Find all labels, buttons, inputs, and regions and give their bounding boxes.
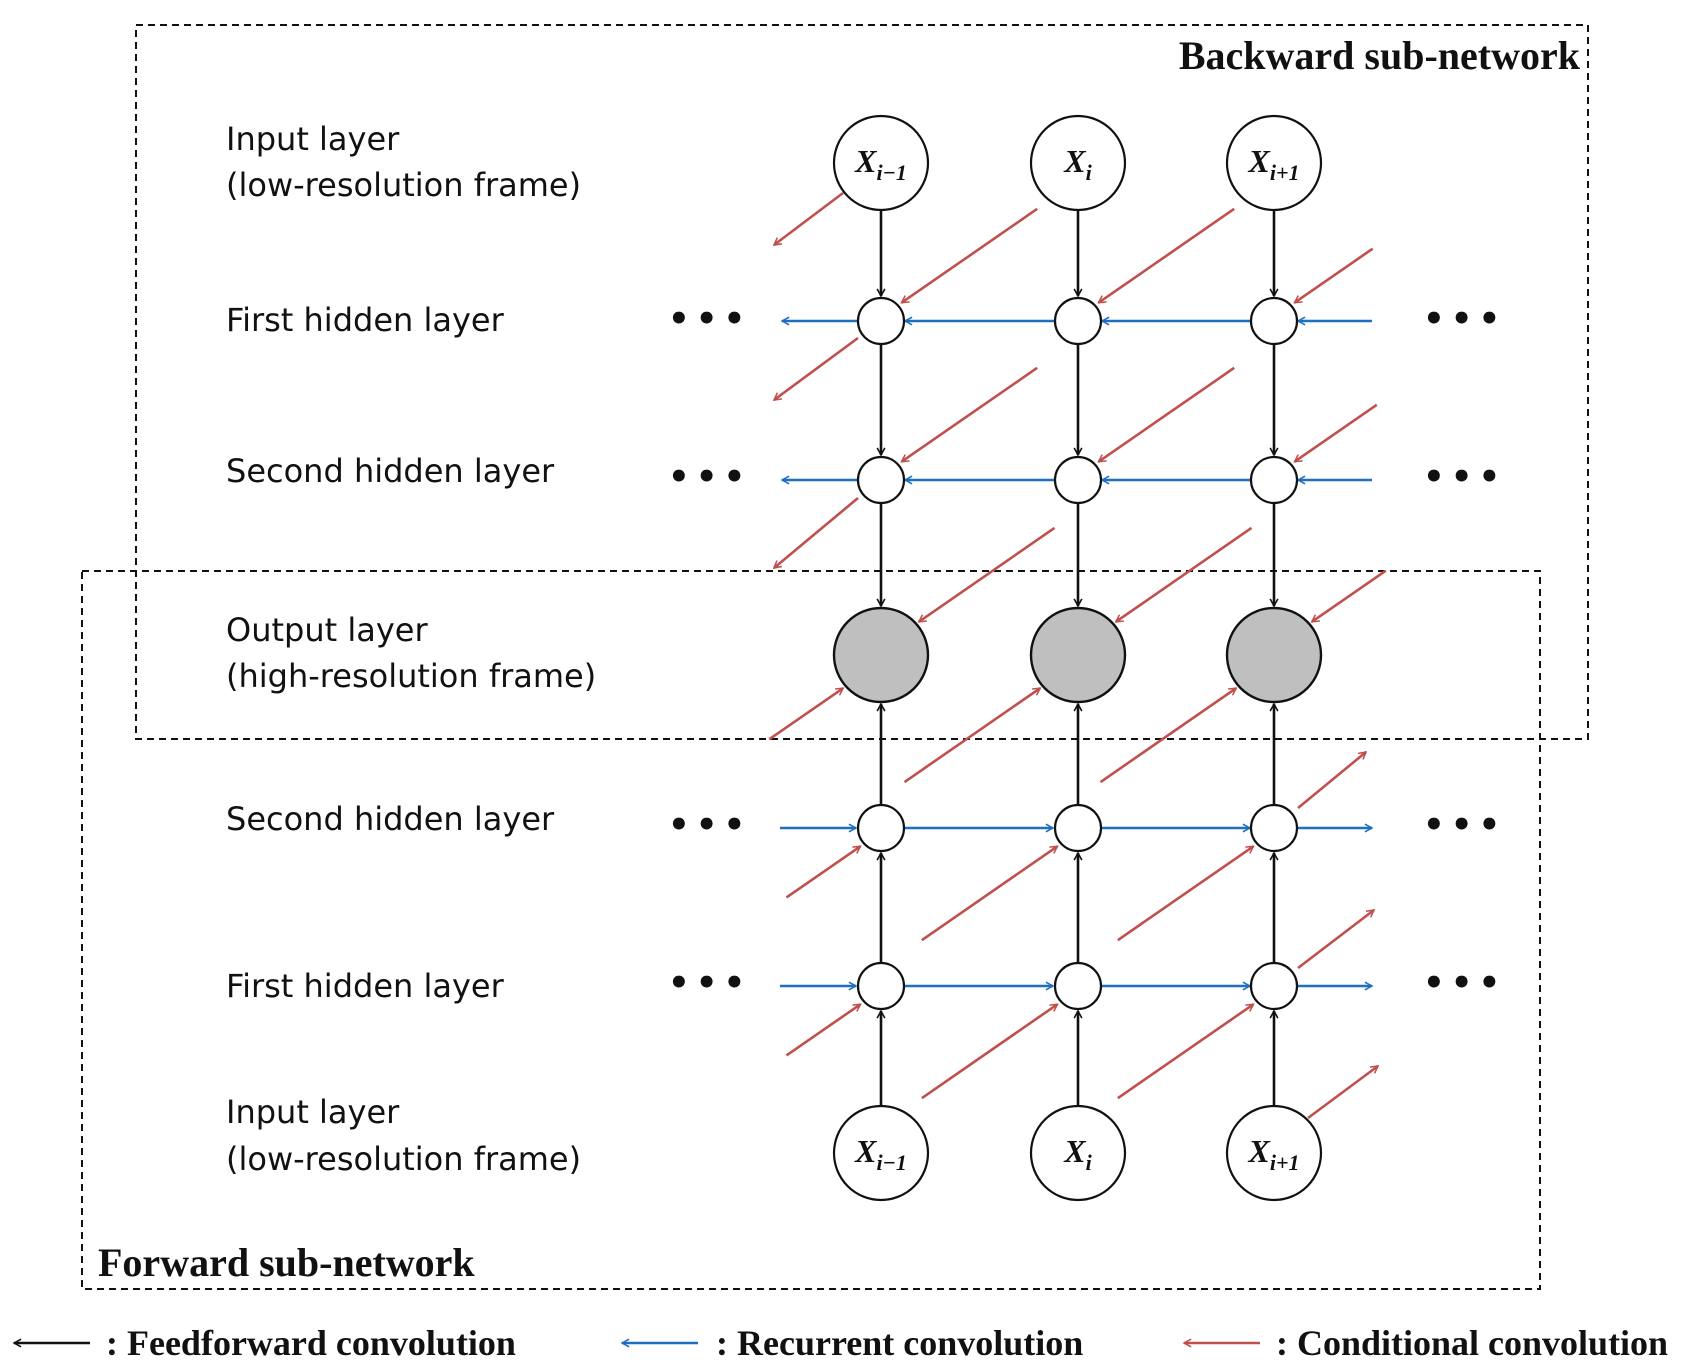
- conditional-arrow-44: [774, 336, 859, 402]
- node-layer: Xi−1 Xi Xi+1 Xi−1: [832, 114, 1323, 1202]
- node-base: X: [854, 143, 877, 179]
- forward-title: Forward sub-network: [98, 1240, 475, 1285]
- fw-hidden2-node-cur: [1053, 803, 1103, 853]
- fw-hidden2-node-next: [1249, 803, 1299, 853]
- conditional-arrow-51: [1117, 845, 1254, 942]
- output-layer-sublabel: (high-resolution frame): [226, 657, 596, 695]
- backward-input-node-prev: Xi−1: [832, 114, 930, 212]
- conditional-arrow-42: [1312, 569, 1387, 623]
- svg-text:Xi: Xi: [1063, 1133, 1092, 1175]
- ellipsis-right-fw-hidden2: •••: [1423, 805, 1506, 845]
- svg-text:Xi−1: Xi−1: [854, 1133, 907, 1175]
- forward-input-node-prev: Xi−1: [832, 1104, 930, 1202]
- output-node-next: [1225, 606, 1323, 704]
- backward-first-hidden-label: First hidden layer: [226, 301, 505, 339]
- bw-hidden2-node-prev: [856, 455, 906, 505]
- node-subscript: i+1: [1270, 160, 1300, 185]
- conditional-arrow-39: [1295, 403, 1378, 463]
- conditional-arrow-48: [1117, 1003, 1254, 1100]
- node-subscript: i+1: [1270, 1150, 1300, 1175]
- backward-subnetwork-box: [135, 24, 1589, 740]
- node-base: X: [854, 1133, 877, 1169]
- forward-subnetwork-box: [81, 570, 1541, 1290]
- forward-second-hidden-label: Second hidden layer: [226, 800, 555, 838]
- legend-conditional-label: : Conditional convolution: [1276, 1323, 1668, 1363]
- node-base: X: [1248, 1133, 1271, 1169]
- legend-feedforward-label: : Feedforward convolution: [106, 1323, 516, 1363]
- bw-hidden2-node-cur: [1053, 455, 1103, 505]
- ellipsis-left-bw-hidden2: •••: [668, 457, 751, 497]
- ellipsis-right-bw-hidden2: •••: [1423, 457, 1506, 497]
- fw-hidden1-node-cur: [1053, 961, 1103, 1011]
- svg-text:Xi−1: Xi−1: [854, 143, 907, 185]
- conditional-arrow-40: [919, 526, 1056, 623]
- ellipsis-left-fw-hidden1: •••: [668, 963, 751, 1003]
- conditional-arrow-54: [1099, 687, 1237, 784]
- forward-input-node-next: Xi+1: [1225, 1104, 1323, 1202]
- ellipsis-right-bw-hidden1: •••: [1423, 299, 1506, 339]
- backward-input-node-cur: Xi: [1029, 114, 1127, 212]
- conditional-arrow-36: [1295, 247, 1374, 304]
- ellipsis-right-fw-hidden1: •••: [1423, 963, 1506, 1003]
- conditional-arrow-53: [903, 687, 1041, 784]
- legend-recurrent-label: : Recurrent convolution: [716, 1323, 1083, 1363]
- node-subscript: i: [1086, 1150, 1093, 1175]
- conditional-arrow-34: [902, 207, 1038, 304]
- conditional-arrow-46: [785, 1003, 860, 1057]
- conditional-arrow-50: [921, 845, 1058, 942]
- bw-hidden1-node-cur: [1053, 296, 1103, 346]
- output-node-prev: [832, 606, 930, 704]
- svg-text:Xi+1: Xi+1: [1248, 1133, 1300, 1175]
- conditional-arrow-47: [921, 1003, 1058, 1100]
- forward-input-layer-sublabel: (low-resolution frame): [226, 1140, 581, 1178]
- fw-hidden1-node-prev: [856, 961, 906, 1011]
- bw-hidden2-node-next: [1249, 455, 1299, 505]
- node-base: X: [1063, 143, 1086, 179]
- output-layer-label: Output layer: [226, 611, 428, 649]
- conditional-arrow-41: [1116, 526, 1253, 623]
- conditional-arrow-35: [1099, 207, 1235, 304]
- bw-hidden1-node-next: [1249, 296, 1299, 346]
- conditional-arrow-56: [1297, 908, 1374, 970]
- backward-input-layer-sublabel: (low-resolution frame): [226, 166, 581, 204]
- bw-hidden1-node-prev: [856, 296, 906, 346]
- fw-hidden2-node-prev: [856, 803, 906, 853]
- conditional-arrow-37: [902, 366, 1038, 463]
- ellipsis-left-bw-hidden1: •••: [668, 299, 751, 339]
- conditional-arrow-43: [774, 191, 844, 247]
- connection-arrows: [768, 191, 1387, 1120]
- backward-title: Backward sub-network: [1179, 33, 1581, 78]
- conditional-arrow-38: [1099, 366, 1235, 463]
- conditional-arrow-55: [1307, 1064, 1378, 1120]
- node-base: X: [1063, 1133, 1086, 1169]
- legend: : Feedforward convolution : Recurrent co…: [14, 1323, 1668, 1363]
- node-subscript: i−1: [876, 1150, 906, 1175]
- svg-text:Xi+1: Xi+1: [1248, 143, 1300, 185]
- node-subscript: i: [1086, 160, 1093, 185]
- backward-input-layer-label: Input layer: [226, 120, 400, 158]
- node-base: X: [1248, 143, 1271, 179]
- forward-input-node-cur: Xi: [1029, 1104, 1127, 1202]
- forward-first-hidden-label: First hidden layer: [226, 967, 505, 1005]
- conditional-arrow-45: [774, 497, 859, 568]
- conditional-arrow-49: [785, 845, 860, 899]
- backward-input-node-next: Xi+1: [1225, 114, 1323, 212]
- ellipsis-left-fw-hidden2: •••: [668, 805, 751, 845]
- svg-text:Xi: Xi: [1063, 143, 1092, 185]
- output-node-cur: [1029, 606, 1127, 704]
- forward-input-layer-label: Input layer: [226, 1093, 400, 1131]
- conditional-arrow-57: [1297, 752, 1366, 810]
- node-subscript: i−1: [876, 160, 906, 185]
- backward-second-hidden-label: Second hidden layer: [226, 452, 555, 490]
- fw-hidden1-node-next: [1249, 961, 1299, 1011]
- conditional-arrow-52: [768, 687, 843, 741]
